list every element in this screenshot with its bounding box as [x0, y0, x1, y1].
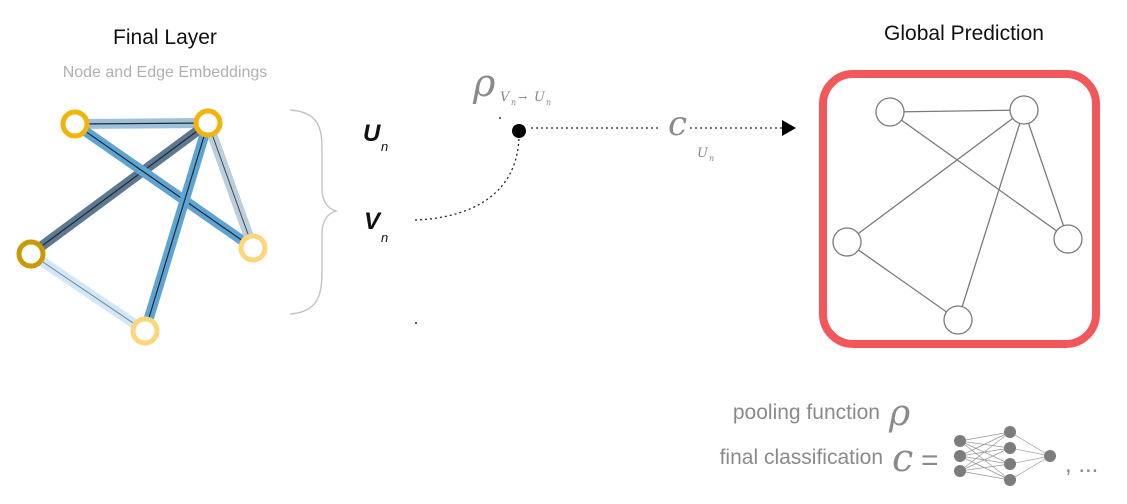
u-n-subscript: n: [381, 139, 388, 154]
legend-equals: =: [921, 444, 939, 477]
rho-sub-u-n: n: [546, 98, 551, 107]
v-n-subscript: n: [381, 230, 388, 245]
c-sub-u-n: n: [709, 154, 714, 163]
node-left: [16, 239, 46, 269]
legend-final-symbol: c: [892, 436, 913, 480]
node-right: [238, 233, 268, 263]
global-prediction-title: Global Prediction: [884, 22, 1044, 45]
pred-node-bottom: [943, 305, 973, 335]
embeddings-subtitle: Node and Edge Embeddings: [63, 64, 268, 81]
stray-dot-1: [499, 117, 501, 119]
legend-pooling-symbol: ρ: [888, 393, 910, 434]
prediction-frame: [819, 70, 1100, 348]
pooled-point: [512, 124, 526, 138]
rho-sub-v: V: [500, 90, 511, 105]
pooling-curve: [414, 133, 520, 221]
pred-node-right: [1053, 224, 1083, 254]
arrowhead-icon: [782, 120, 796, 136]
edge-left-to-bottom: [26, 249, 150, 336]
rho-sub-u: U: [534, 90, 546, 105]
legend: pooling function ρ final classification …: [720, 393, 1098, 486]
legend-final-label: final classification: [720, 446, 883, 469]
u-n-main: U: [363, 120, 381, 147]
pred-node-top-right: [1009, 95, 1039, 125]
legend-pooling-label: pooling function: [733, 401, 880, 424]
edge-top: [70, 118, 213, 129]
neural-network-icon: [954, 426, 1056, 486]
rho-symbol: ρ: [472, 61, 496, 105]
edge-top-right-to-right: [203, 118, 258, 253]
legend-ellipsis: , ...: [1065, 451, 1098, 478]
v-n-main: V: [364, 208, 382, 235]
v-n-label: V n: [364, 208, 388, 245]
u-n-label: U n: [363, 120, 388, 154]
prediction-graph: [832, 95, 1083, 335]
c-sub-u: U: [697, 146, 709, 161]
final-layer-title: Final Layer: [113, 26, 217, 49]
edge-top-left-to-right: [70, 119, 258, 253]
pred-node-left: [832, 227, 862, 257]
pooling-label: ρ V n → U n: [472, 61, 551, 107]
stray-dot-2: [415, 322, 417, 324]
pred-node-top-left: [875, 97, 905, 127]
node-top-left: [60, 109, 90, 139]
classifier-label: c U n: [668, 104, 714, 163]
rho-sub-arrow: →: [518, 91, 527, 104]
edge-top-right-to-bottom: [140, 118, 213, 336]
embedding-graph: [16, 108, 268, 346]
rho-sub-v-n: n: [511, 98, 516, 107]
node-bottom: [130, 316, 160, 346]
edge-left-to-top-right: [26, 118, 213, 259]
c-symbol: c: [668, 104, 687, 144]
node-top-right: [193, 108, 223, 138]
curly-brace: [289, 109, 339, 315]
